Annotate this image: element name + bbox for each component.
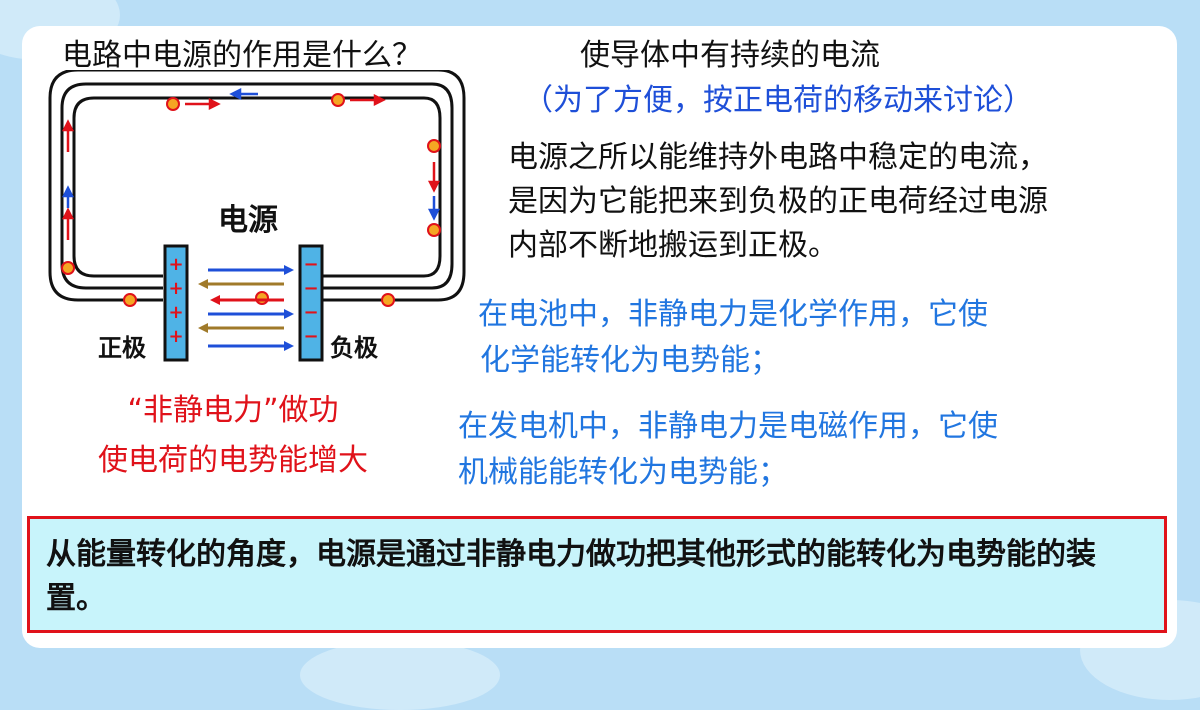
minus-signs: − − − −	[303, 254, 318, 347]
electron-arrows	[61, 87, 441, 221]
arrow-head-icon	[373, 93, 386, 107]
generator-line: 机械能能转化为电势能；	[458, 455, 788, 490]
background-cloud	[300, 640, 500, 710]
generator-paragraph: 在发电机中，非静电力是电磁作用，它使 机械能能转化为电势能；	[458, 404, 998, 496]
circuit-diagram: 电源 + + + + − − − − 正极 负极	[48, 70, 466, 362]
minus-sign: −	[303, 278, 318, 299]
charge	[166, 97, 180, 111]
arrow-head-icon	[61, 185, 75, 198]
explanation-line: 电源之所以能维持外电路中稳定的电流，	[508, 140, 1048, 175]
negative-plate	[298, 244, 324, 362]
summary-box: 从能量转化的角度，电源是通过非静电力做功把其他形式的能转化为电势能的装置。	[27, 516, 1167, 633]
plus-signs: + + + +	[168, 254, 183, 347]
arrow-head-icon	[198, 279, 208, 289]
red-note-line: 使电荷的电势能增大	[98, 443, 368, 478]
plus-sign: +	[168, 278, 183, 299]
current-arrows	[61, 93, 441, 240]
battery-line: 化学能转化为电势能；	[480, 343, 780, 378]
answer-text: 使导体中有持续的电流	[580, 38, 880, 73]
positive-label: 正极	[98, 334, 146, 362]
arrow-head-icon	[61, 207, 75, 220]
plus-sign: +	[168, 326, 183, 347]
minus-sign: −	[303, 326, 318, 347]
red-note-line: “非静电力”做功	[127, 393, 339, 428]
source-label: 电源	[218, 203, 278, 238]
charge	[381, 293, 395, 307]
arrow-head-icon	[284, 309, 294, 319]
charges	[61, 93, 441, 307]
charge	[61, 261, 75, 275]
charge	[123, 293, 137, 307]
note-text: （为了方便，按正电荷的移动来讨论）	[523, 83, 1033, 118]
minus-sign: −	[303, 254, 318, 275]
loop-outer	[48, 70, 466, 302]
arrow-head-icon	[198, 323, 208, 333]
explanation-paragraph: 电源之所以能维持外电路中稳定的电流， 是因为它能把来到负极的正电荷经过电源 内部…	[508, 136, 1048, 268]
generator-line: 在发电机中，非静电力是电磁作用，它使	[458, 409, 998, 444]
arrow-head-icon	[284, 265, 294, 275]
plus-sign: +	[168, 254, 183, 275]
charge	[255, 291, 269, 305]
charge	[427, 223, 441, 237]
battery-line: 在电池中，非静电力是化学作用，它使	[478, 297, 988, 332]
negative-label: 负极	[330, 334, 378, 362]
loop-middle	[60, 82, 454, 290]
internal-arrows	[198, 265, 294, 351]
positive-plate	[163, 244, 189, 362]
battery-paragraph: 在电池中，非静电力是化学作用，它使 化学能转化为电势能；	[478, 292, 988, 384]
question-text: 电路中电源的作用是什么？	[62, 38, 422, 73]
charge	[331, 93, 345, 107]
arrow-head-icon	[229, 87, 242, 101]
arrow-head-icon	[427, 208, 441, 221]
explanation-line: 是因为它能把来到负极的正电荷经过电源	[508, 184, 1048, 219]
arrow-head-icon	[210, 295, 220, 305]
loop-inner	[72, 96, 442, 278]
charge	[427, 139, 441, 153]
summary-text: 从能量转化的角度，电源是通过非静电力做功把其他形式的能转化为电势能的装置。	[46, 537, 1096, 616]
circuit-loop	[48, 70, 466, 302]
arrow-head-icon	[284, 341, 294, 351]
arrow-head-icon	[208, 97, 221, 111]
plus-sign: +	[168, 302, 183, 323]
minus-sign: −	[303, 302, 318, 323]
arrow-head-icon	[61, 119, 75, 132]
arrow-head-icon	[427, 180, 441, 193]
non-electrostatic-note: “非静电力”做功 使电荷的电势能增大	[68, 386, 398, 486]
explanation-line: 内部不断地搬运到正极。	[508, 228, 838, 263]
